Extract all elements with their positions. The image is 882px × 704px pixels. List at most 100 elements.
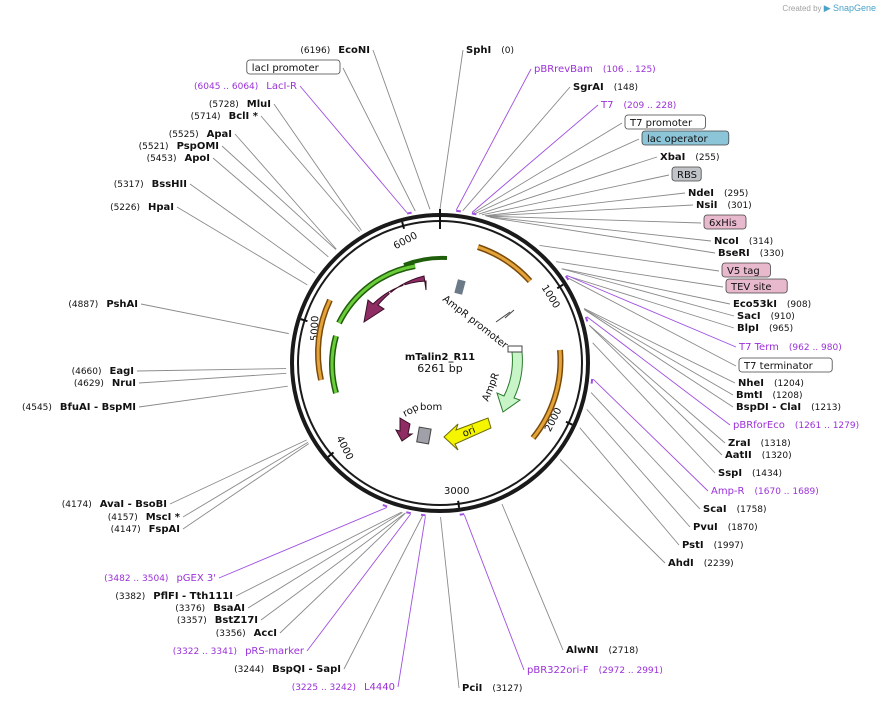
leader-line xyxy=(475,138,640,214)
leader-line xyxy=(471,104,599,213)
site-label: (3244)BspQI - SapI xyxy=(234,664,341,675)
site-label: (6196)EcoNI xyxy=(300,45,370,56)
snapgene-credit: Created by ▶ SnapGene xyxy=(782,3,876,14)
leader-line xyxy=(182,441,309,518)
ori-feature-arrow xyxy=(443,417,492,451)
leader-line xyxy=(486,215,702,224)
feature-label: T7 terminator xyxy=(743,361,814,372)
leader-line xyxy=(589,325,723,456)
ori-feature-label: ori xyxy=(461,425,477,440)
orf-arc-1-fill xyxy=(477,245,532,283)
leader-line xyxy=(221,145,337,250)
site-label: BspDI - ClaI(1213) xyxy=(736,402,841,413)
site-label: (5521)PspOMI xyxy=(139,141,219,152)
leader-line xyxy=(235,511,402,597)
rop-feature-label: rop xyxy=(401,402,421,419)
leader-line xyxy=(189,183,316,274)
primer-binding-mark xyxy=(459,513,465,516)
feature-label-box xyxy=(641,130,730,146)
orf-arc-6 xyxy=(403,255,448,267)
leader-line xyxy=(342,67,416,212)
leader-line xyxy=(463,514,525,671)
leader-line xyxy=(462,86,571,211)
site-label: (3356)AccI xyxy=(216,628,277,639)
ruler-tick-label: 3000 xyxy=(444,486,469,497)
site-label: (3382)PflFI - Tth111I xyxy=(115,591,233,602)
primer-label: (3482 .. 3504)pGEX 3' xyxy=(104,573,216,584)
site-label: NheI(1204) xyxy=(738,378,804,389)
orf-arc-3-fill xyxy=(316,299,332,381)
primer-label: pBRforEco(1261 .. 1279) xyxy=(733,420,859,431)
site-label: XbaI(255) xyxy=(660,152,720,163)
primer-binding-mark xyxy=(590,378,594,384)
site-label: (4147)FspAI xyxy=(111,524,180,535)
leader-line xyxy=(487,216,712,242)
primer-label: pBR322ori-F(2972 .. 2991) xyxy=(527,665,663,676)
primer-binding-mark xyxy=(406,511,411,515)
leader-line xyxy=(539,245,720,272)
leader-line xyxy=(568,277,737,367)
site-label: AatII(1320) xyxy=(725,450,792,461)
primer-binding-mark xyxy=(420,513,426,517)
leader-line xyxy=(485,204,694,217)
feature-label-box xyxy=(738,357,833,373)
feature-label: 6xHis xyxy=(709,218,737,229)
site-label: ScaI(1758) xyxy=(703,504,767,515)
site-label: (4887)PshAI xyxy=(68,299,138,310)
leader-line xyxy=(561,268,735,317)
ruler-tick xyxy=(401,221,405,229)
site-label: SgrAI(148) xyxy=(573,82,638,93)
laci-feature-label: lacI xyxy=(387,282,410,302)
leader-line xyxy=(299,85,408,213)
feature-label: TEV site xyxy=(730,282,772,293)
site-label: PstI(1997) xyxy=(682,540,744,551)
feature-label-box xyxy=(725,278,788,294)
credit-brand: SnapGene xyxy=(832,3,876,13)
leader-line xyxy=(561,268,731,305)
leader-line xyxy=(343,515,423,670)
leader-line xyxy=(138,372,287,384)
site-label: (4174)AvaI - BsoBI xyxy=(62,499,167,510)
site-label: PvuI(1870) xyxy=(693,522,758,533)
site-label: NsiI(301) xyxy=(696,200,752,211)
site-label: (5525)ApaI xyxy=(169,129,232,140)
primer-binding-mark xyxy=(564,275,570,281)
leader-line xyxy=(592,378,709,492)
leader-line xyxy=(566,274,737,348)
site-label: AhdI(2239) xyxy=(668,558,734,569)
site-label: (5453)ApoI xyxy=(147,153,210,164)
ruler-tick-label: 6000 xyxy=(392,230,420,252)
plasmid-name: mTalin2_R11 xyxy=(405,352,475,363)
ampr-promoter-label: AmpR promoter xyxy=(440,294,510,352)
feature-label: lacI promoter xyxy=(252,63,320,74)
site-label: (5728)MluI xyxy=(209,99,271,110)
primer-label: T7(209 .. 228) xyxy=(600,100,676,111)
orf-arc-2-fill xyxy=(531,349,562,439)
rop-feature-arrow xyxy=(395,417,414,442)
feature-label: V5 tag xyxy=(727,266,760,277)
leader-line xyxy=(234,133,337,250)
leader-line xyxy=(212,157,329,258)
primer-binding-mark xyxy=(406,211,412,215)
feature-label-box xyxy=(624,114,706,130)
site-label: BmtI(1208) xyxy=(736,390,802,401)
site-label: Eco53kI(908) xyxy=(733,299,811,310)
leader-line xyxy=(273,103,362,231)
leader-line xyxy=(247,511,403,609)
feature-label: T7 promoter xyxy=(629,118,693,129)
leader-line xyxy=(584,309,734,408)
leader-line xyxy=(455,68,532,211)
feature-label-box xyxy=(721,262,771,278)
leader-line xyxy=(588,324,726,444)
site-label: (4545)BfuAI - BspMI xyxy=(22,402,136,413)
leader-line xyxy=(182,443,310,530)
leader-line xyxy=(579,427,680,546)
site-label: NcoI(314) xyxy=(714,236,773,247)
leader-line xyxy=(279,512,406,634)
site-label: PciI(3127) xyxy=(462,683,522,694)
orf-arc-5-fill xyxy=(330,335,338,394)
site-label: (5317)BssHII xyxy=(114,179,187,190)
ruler-tick xyxy=(457,500,461,508)
primer-binding-mark xyxy=(456,209,461,213)
